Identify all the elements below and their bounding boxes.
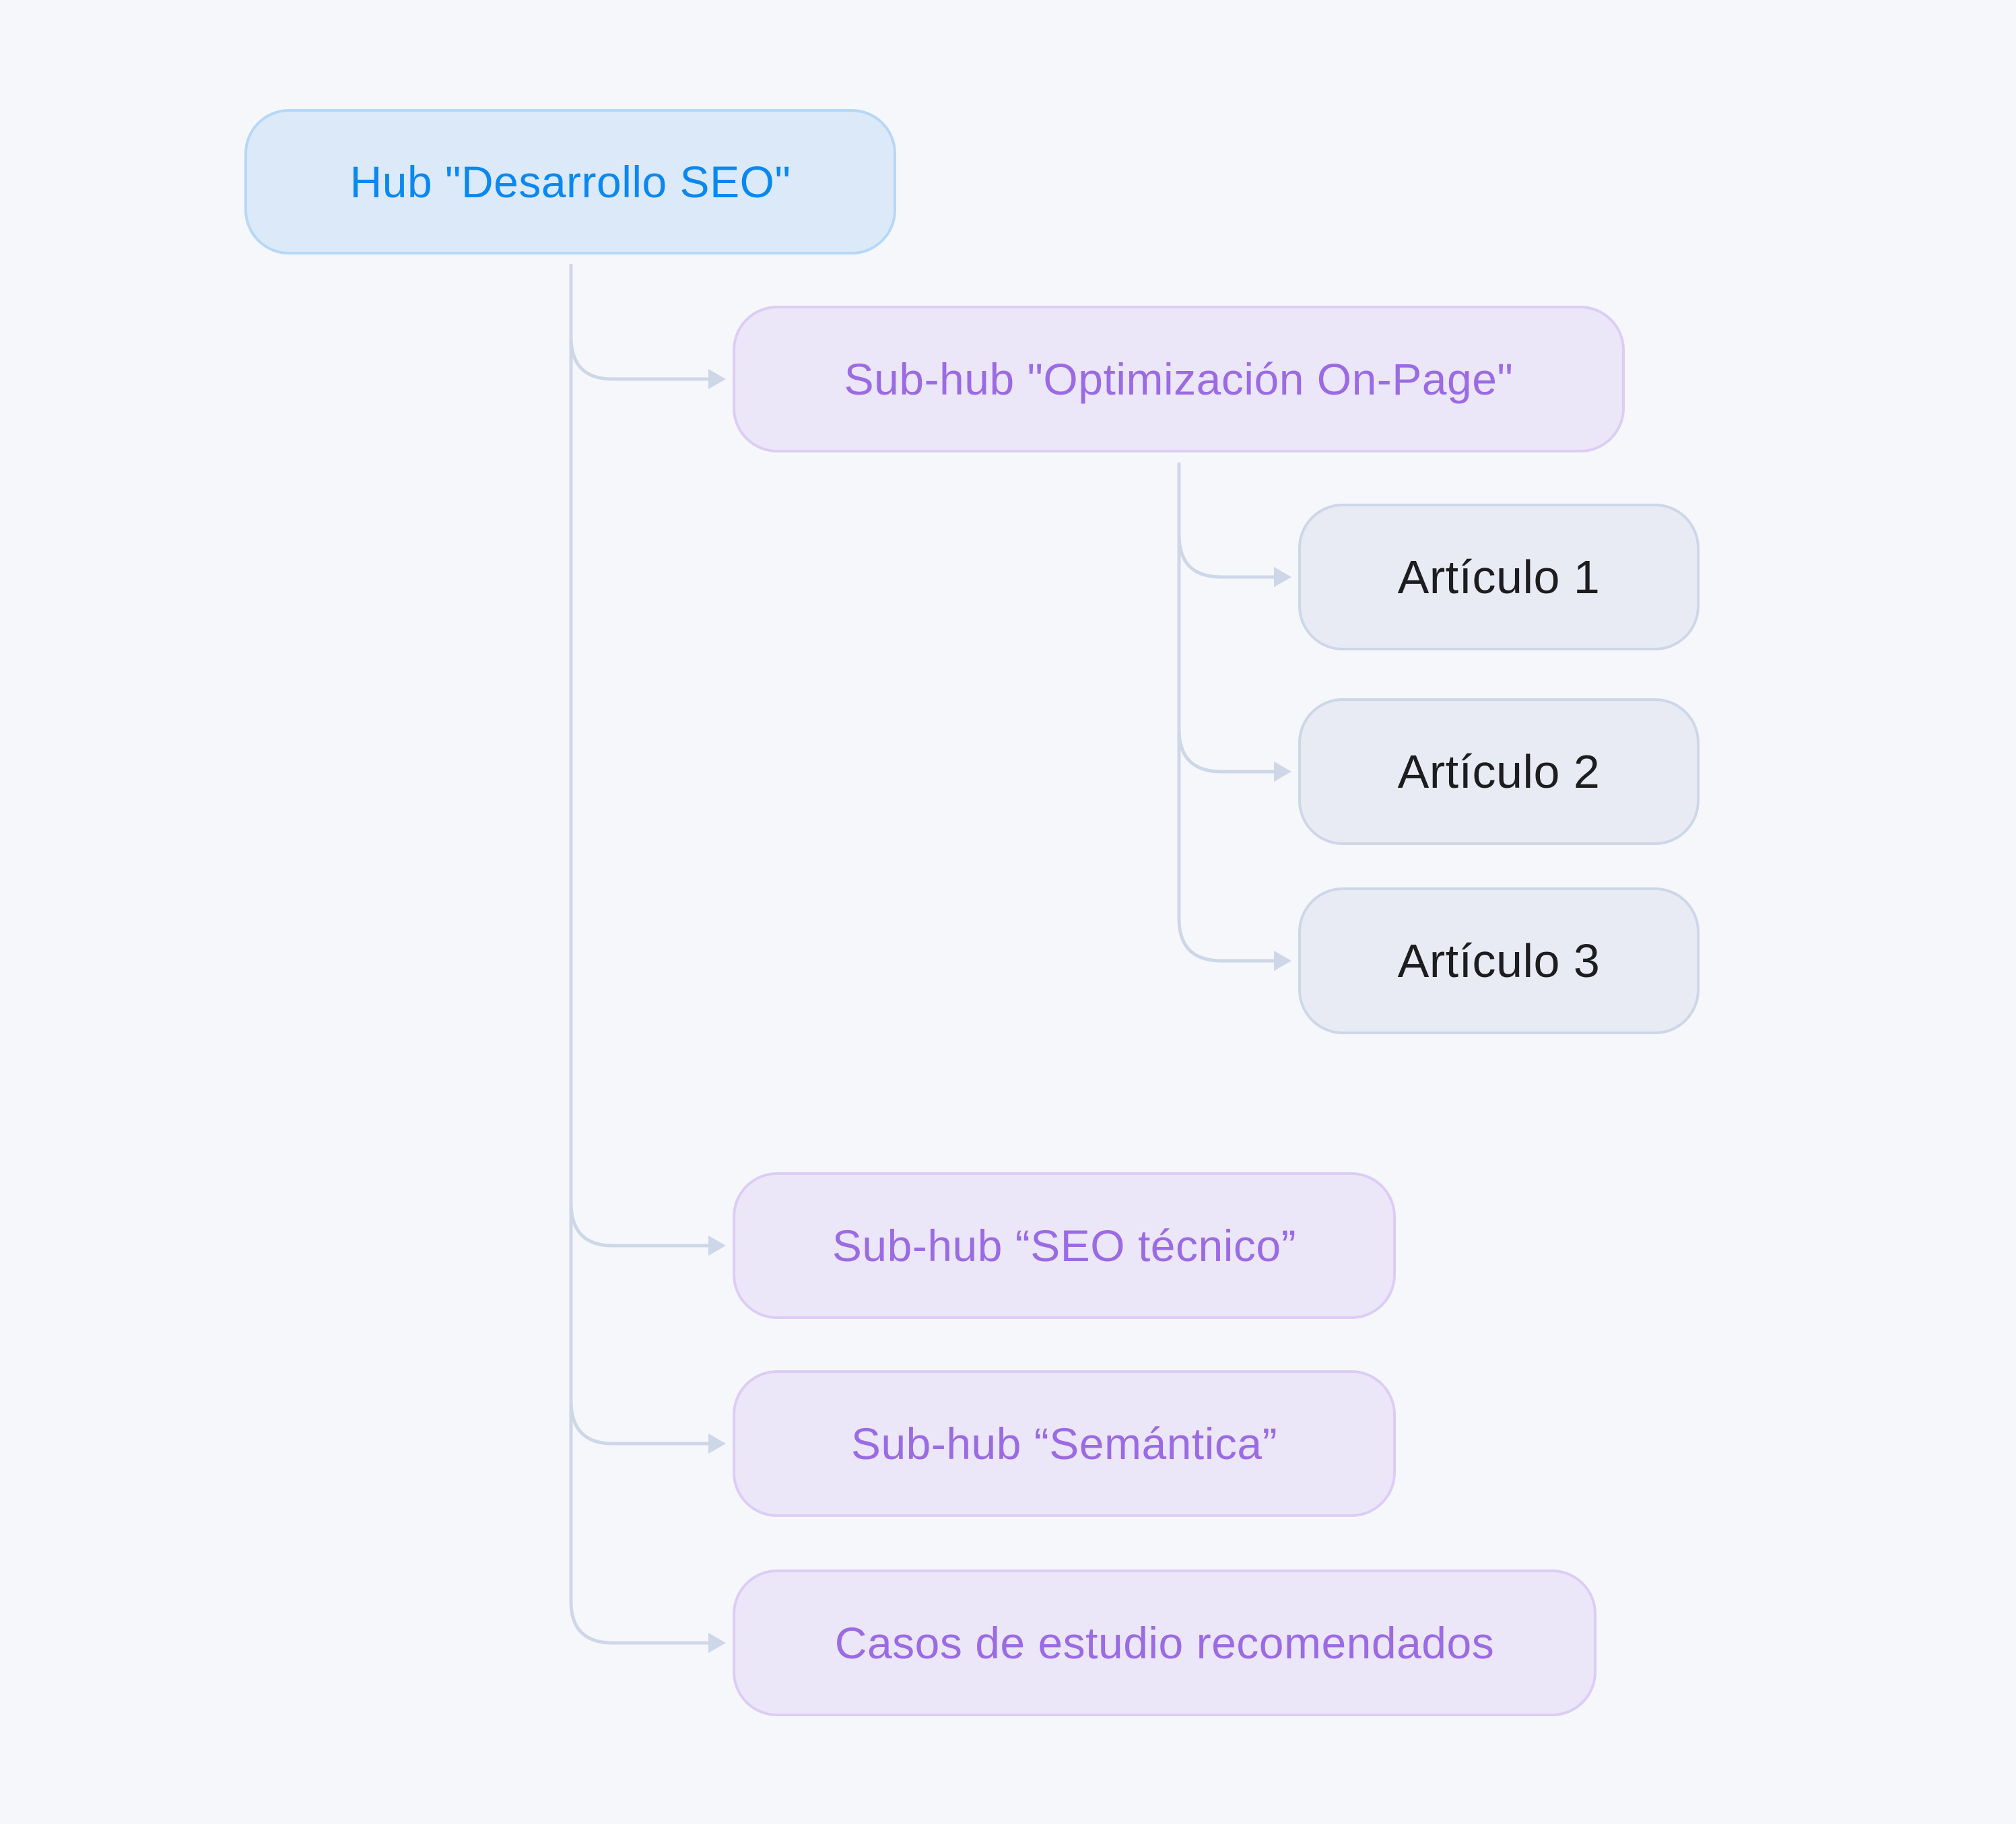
article-label: Artículo 1 [1397, 551, 1601, 603]
article-1-node: Artículo 1 [1298, 504, 1700, 650]
subhub-seo-tecnico-node: Sub-hub “SEO técnico” [733, 1172, 1396, 1319]
subhub-label: Sub-hub “SEO técnico” [832, 1221, 1297, 1271]
connector-art3 [1177, 463, 1279, 963]
connector-semantica [569, 1400, 714, 1446]
connector-art2 [1177, 729, 1279, 774]
article-label: Artículo 3 [1397, 935, 1601, 987]
arrow-icon [1274, 951, 1291, 971]
subhub-label: Casos de estudio recomendados [834, 1618, 1495, 1668]
connector-tecnico [569, 1202, 714, 1248]
arrow-icon [708, 1236, 726, 1256]
connector-onpage [569, 336, 714, 381]
subhub-onpage-node: Sub-hub "Optimización On-Page" [733, 306, 1625, 452]
article-3-node: Artículo 3 [1298, 887, 1700, 1034]
connector-art1 [1177, 534, 1279, 579]
hub-node: Hub "Desarrollo SEO" [244, 109, 896, 255]
subhub-label: Sub-hub "Optimización On-Page" [844, 354, 1514, 404]
casos-estudio-node: Casos de estudio recomendados [733, 1569, 1597, 1716]
article-label: Artículo 2 [1397, 745, 1601, 798]
arrow-icon [1274, 567, 1291, 587]
arrow-icon [708, 369, 726, 389]
connector-casos [569, 264, 714, 1645]
arrow-icon [1274, 762, 1291, 782]
arrow-icon [708, 1433, 726, 1454]
article-2-node: Artículo 2 [1298, 698, 1700, 845]
arrow-icon [708, 1633, 726, 1653]
subhub-label: Sub-hub “Semántica” [850, 1419, 1278, 1468]
subhub-semantica-node: Sub-hub “Semántica” [733, 1370, 1396, 1517]
hub-label: Hub "Desarrollo SEO" [349, 157, 791, 207]
